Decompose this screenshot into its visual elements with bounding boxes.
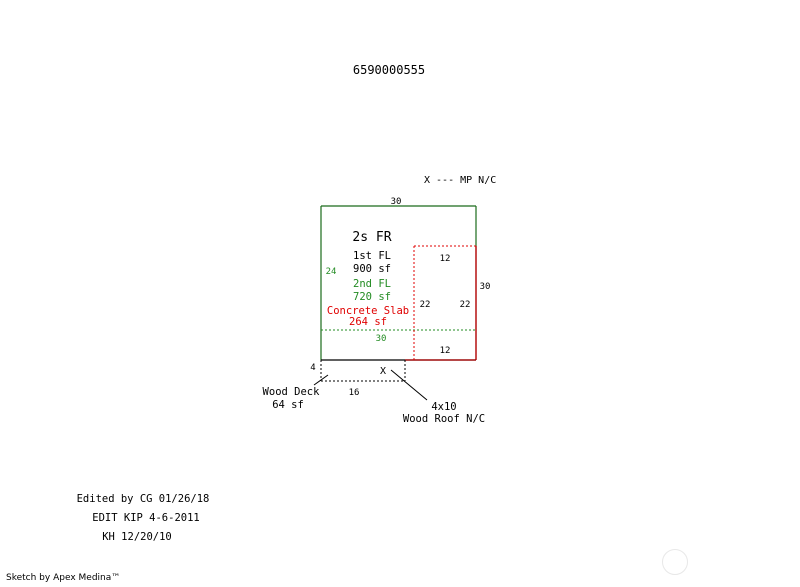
watermark-circle	[662, 549, 688, 575]
edit-note-2: EDIT KIP 4-6-2011	[92, 512, 199, 524]
first-floor-area: 900 sf	[353, 263, 391, 275]
legend-note: X --- MP N/C	[424, 175, 496, 186]
deck-marker: X	[380, 366, 386, 377]
deck-area: 64 sf	[272, 399, 304, 411]
dim-slab-right: 22	[460, 300, 471, 310]
dim-top-width: 30	[391, 197, 402, 207]
deck-leader-line	[313, 374, 329, 386]
second-floor-area: 720 sf	[353, 291, 391, 303]
roof-label: Wood Roof N/C	[403, 413, 485, 425]
roof-size: 4x10	[431, 401, 456, 413]
second-floor-label: 2nd FL	[353, 278, 391, 290]
slab-area: 264 sf	[349, 316, 387, 328]
structure-label: 2s FR	[352, 230, 391, 245]
parcel-number: 6590000555	[353, 63, 425, 77]
dim-deck-width: 16	[349, 388, 360, 398]
dim-left-depth: 24	[326, 267, 337, 277]
footer-credit: Sketch by Apex Medina™	[6, 573, 121, 583]
slab-label: Concrete Slab	[327, 305, 409, 317]
dim-second-floor-width: 30	[376, 334, 387, 344]
edit-note-1: Edited by CG 01/26/18	[77, 493, 210, 505]
dim-slab-top: 12	[440, 254, 451, 264]
roof-leader-line	[390, 369, 428, 401]
dim-slab-left: 22	[420, 300, 431, 310]
dim-slab-bottom: 12	[440, 346, 451, 356]
dim-right-depth: 30	[480, 282, 491, 292]
deck-label: Wood Deck	[263, 386, 321, 398]
edit-note-3: KH 12/20/10	[102, 531, 172, 543]
dim-deck-depth: 4	[310, 363, 315, 373]
first-floor-label: 1st FL	[353, 250, 391, 262]
